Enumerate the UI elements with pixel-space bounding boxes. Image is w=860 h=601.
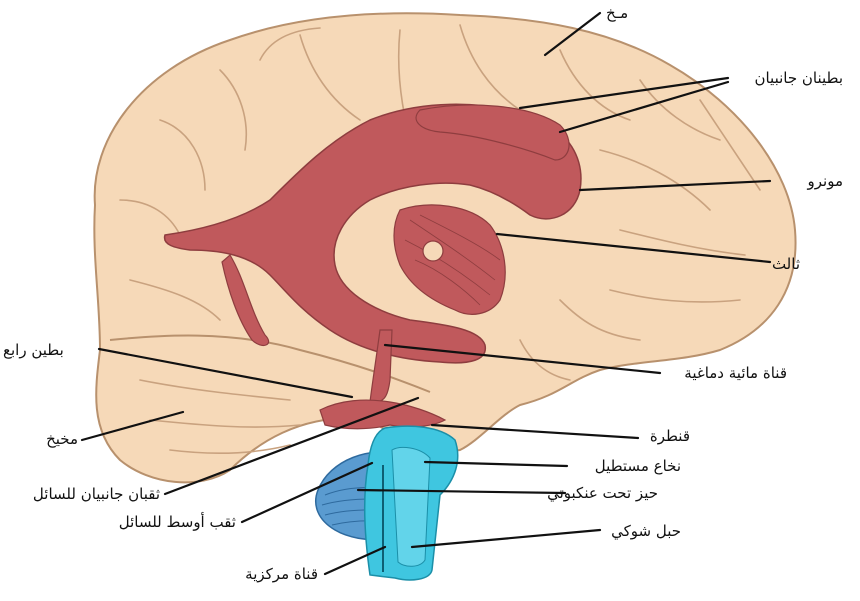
label-central-canal: قناة مركزية	[245, 565, 318, 583]
label-lateral-ventricles: بطينان جانبيان	[754, 69, 843, 87]
label-aqueduct: قناة مائية دماغية	[684, 364, 787, 382]
label-cerebellum: مخيخ	[46, 430, 78, 448]
spinal-cord-inner	[392, 447, 430, 566]
label-medulla: نخاع مستطيل	[595, 457, 681, 475]
label-spinal-cord: حبل شوكي	[611, 522, 681, 541]
label-fourth-ventricle: بطين رابع	[3, 341, 64, 359]
label-brain: مـخ	[606, 4, 628, 22]
label-median-aperture: ثقب أوسط للسائل	[119, 512, 236, 531]
label-subarachnoid: حيز تحت عنكبوتي	[547, 484, 658, 503]
label-monro: مونرو	[807, 172, 843, 190]
label-third: ثالث	[772, 255, 800, 273]
label-pons: قنطرة	[650, 427, 690, 445]
label-lateral-apertures: ثقبان جانبيان للسائل	[33, 485, 160, 503]
interthalamic-adhesion	[423, 241, 443, 261]
